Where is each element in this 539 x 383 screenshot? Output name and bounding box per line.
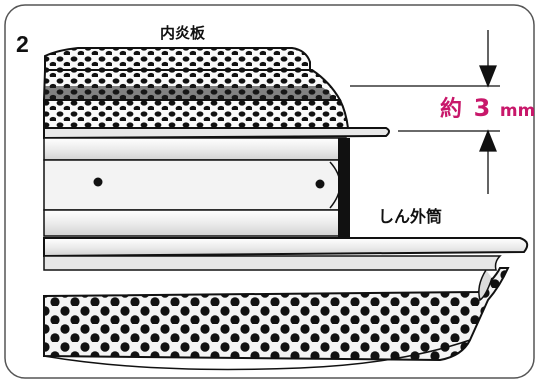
rivet [315,179,325,189]
inner-flame-plate-label: 内炎板 [160,24,206,42]
measurement-label: 約 3 mm [440,94,535,122]
measurement-unit: mm [500,101,535,121]
measurement-value: 3 [474,94,491,122]
step-number: 2 [16,31,29,57]
inner-flame-plate [42,47,350,129]
wick-outer-tube [43,137,350,240]
outer-tube-flange [43,237,529,258]
flame-plate-flange [43,127,390,140]
wick-outer-tube-label: しん外筒 [378,207,442,226]
cylinder-skirt [478,269,493,302]
rivet [93,177,103,187]
dimension-indicator [350,30,500,194]
measurement-prefix: 約 [440,96,462,122]
